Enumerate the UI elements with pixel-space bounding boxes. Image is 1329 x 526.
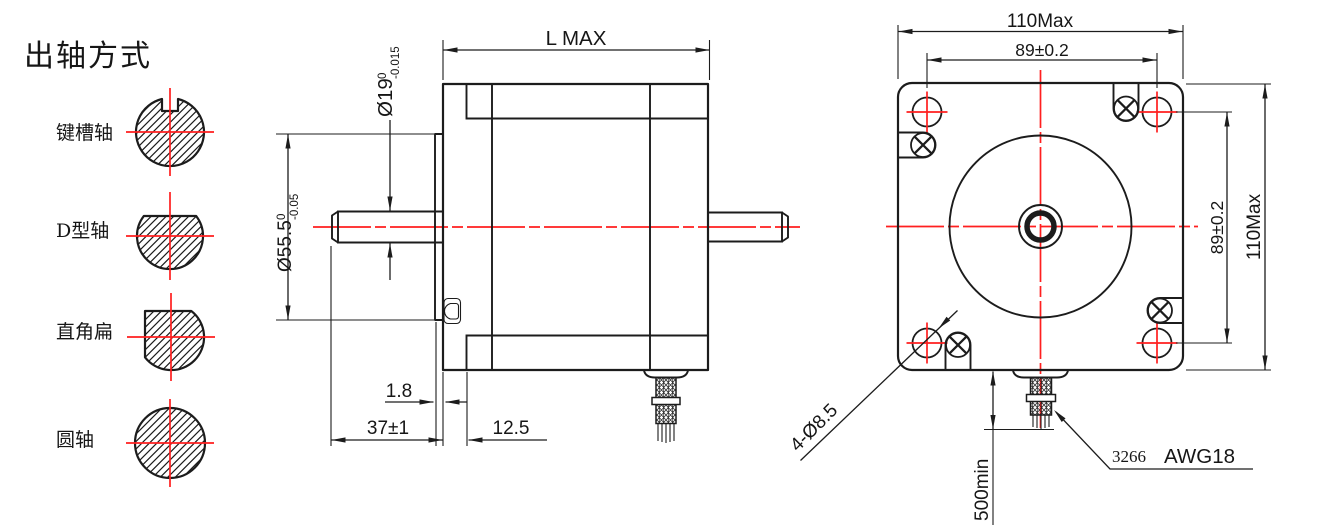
corner-screw	[910, 132, 936, 158]
shaft-option-label: 圆轴	[56, 429, 94, 451]
corner-screw	[945, 332, 971, 358]
cable-fray-wires	[1032, 415, 1050, 429]
pilot-circle	[948, 134, 1133, 319]
shaft-option-round: 圆轴	[56, 399, 214, 487]
dim-shaft-length: 37±1	[330, 246, 443, 446]
dim-height-110max: 110Max	[1186, 83, 1271, 371]
corner-screw	[1147, 297, 1173, 324]
dim-cable-length-text: 500min	[972, 459, 993, 521]
shaft-option-keyway: 键槽轴	[56, 88, 214, 176]
pilot-boss	[434, 133, 444, 321]
shaft-circle	[1024, 210, 1057, 243]
dim-height-text: 110Max	[1244, 193, 1265, 260]
centerline-cross	[126, 399, 214, 487]
corner-screw	[1113, 95, 1139, 122]
panel-title: 出轴方式	[24, 39, 152, 74]
shaft-option-label: D型轴	[56, 220, 109, 242]
dim-l-max-text: L MAX	[546, 27, 607, 50]
dim-hole-spacing-horizontal: 89±0.2	[926, 40, 1158, 88]
hole-crosshairs	[906, 91, 1178, 364]
dim-hole-spacing-v-text: 89±0.2	[1207, 201, 1227, 254]
dim-hole-spacing-h-text: 89±0.2	[1015, 40, 1068, 60]
right-angle-flat-shaft-icon	[143, 309, 206, 372]
shaft-option-dcut: D型轴	[56, 192, 214, 280]
dim-shaft-length-text: 37±1	[367, 418, 409, 439]
leader-arrowhead	[938, 316, 951, 329]
centerline-cross	[127, 293, 215, 381]
motor-body-internal-lines	[465, 83, 709, 371]
motor-side-view: L MAX Ø190-0.015 Ø55.50-0.05 1.8	[275, 27, 800, 446]
corner-screws	[897, 82, 1184, 371]
cable-exit-front	[1011, 369, 1070, 429]
front-shaft	[331, 210, 444, 244]
cable-exit-side	[642, 369, 690, 443]
dim-pilot-diameter-text: Ø55.50-0.05	[275, 194, 301, 272]
wire-code-text: 3266	[1112, 447, 1146, 466]
shaft-option-label: 直角扁	[56, 321, 113, 343]
shaft-boss-circle	[1018, 204, 1063, 249]
dim-flange-depth-text: 12.5	[493, 418, 530, 439]
shaft-option-label: 键槽轴	[56, 122, 113, 144]
wire-spec-callout: 3266 AWG18	[1054, 410, 1253, 470]
cable-fray-wires	[657, 423, 675, 443]
cable-clamp-inner	[444, 302, 460, 320]
dim-boss-text: 1.8	[386, 381, 412, 402]
centerline-cross	[126, 88, 214, 176]
dim-boss-thickness: 1.8	[385, 322, 467, 446]
shaft-options-panel: 出轴方式 键槽轴 D型轴 直角扁 圆轴	[24, 39, 215, 487]
cable-ferrule	[1025, 393, 1057, 403]
wire-gauge-text: AWG18	[1164, 445, 1235, 468]
dim-flange-depth: 12.5	[466, 372, 547, 446]
dim-shaft-diameter-text: Ø190-0.015	[374, 46, 402, 117]
cable-ferrule	[651, 396, 681, 406]
dim-cable-length: 500min	[972, 371, 1054, 525]
centerline-cross	[126, 192, 214, 280]
rear-shaft	[707, 211, 789, 243]
dim-width-text: 110Max	[1007, 11, 1074, 32]
dim-l-max: L MAX	[442, 27, 711, 80]
faceplate-outline	[896, 81, 1185, 372]
dim-width-110max: 110Max	[897, 11, 1184, 79]
shaft-option-right-angle-flat: 直角扁	[56, 293, 215, 381]
dim-hole-spacing-vertical: 89±0.2	[1176, 111, 1232, 344]
leader-arrowhead	[1054, 410, 1066, 422]
dim-pilot-diameter: Ø55.50-0.05	[275, 133, 434, 321]
dim-shaft-diameter: Ø190-0.015	[374, 46, 402, 280]
motor-front-view: 110Max 89±0.2 89±0.2 110Max	[786, 11, 1271, 525]
